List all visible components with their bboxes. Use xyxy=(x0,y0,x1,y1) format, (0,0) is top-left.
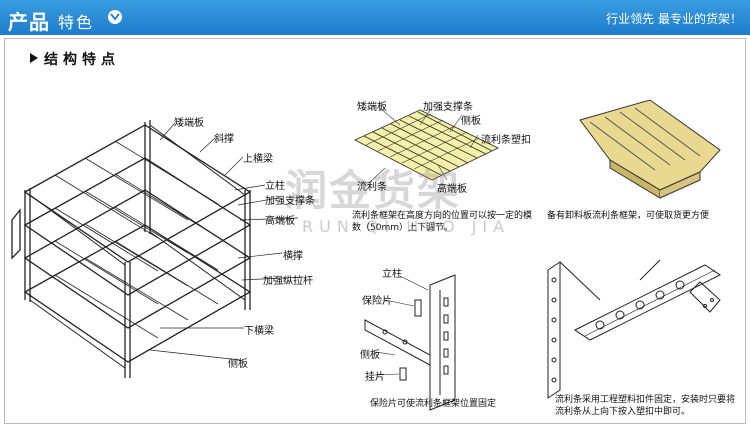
label-grid-short-end-plate: 矮端板 xyxy=(357,102,387,113)
label-lower-beam: 下横梁 xyxy=(244,326,274,337)
chevron-down-icon[interactable] xyxy=(108,10,122,24)
label-detail-safety-tab: 保险片 xyxy=(362,296,392,307)
label-grid-flow-strip: 流利条 xyxy=(357,182,387,193)
section-heading: 结构特点 xyxy=(30,49,120,69)
label-grid-reinforced-support: 加强支撑条 xyxy=(423,102,473,113)
header-banner: 产品 特色 行业领先 最专业的货架！ xyxy=(0,0,750,35)
label-detail-side-plate: 侧板 xyxy=(360,350,380,361)
label-reinforced-support: 加强支撑条 xyxy=(265,196,315,207)
label-short-end-plate: 矮端板 xyxy=(174,118,204,129)
watermark-cn: 润金货架 xyxy=(285,166,462,215)
label-crossbeam: 横撑 xyxy=(283,251,303,262)
label-detail-hook-tab: 挂片 xyxy=(365,372,385,383)
caption-unload-plate: 备有卸料板流利条框架，可使取货更方便 xyxy=(547,211,710,221)
label-upright: 立柱 xyxy=(265,181,285,192)
label-grid-side-plate: 侧板 xyxy=(461,116,481,127)
rack-illustration xyxy=(11,120,304,378)
caption-clip-install: 流利条采用工程塑料扣件固定，安装时只要将流利条从上向下按入塑扣中即可。 xyxy=(555,395,736,417)
label-upper-beam: 上横梁 xyxy=(243,154,273,165)
banner-subtitle: 特色 xyxy=(58,13,95,32)
clip-install-illustration xyxy=(547,259,721,399)
label-diagonal-brace: 斜撑 xyxy=(214,134,234,145)
banner-title: 产品 xyxy=(8,10,50,34)
watermark-en: RUN QI HUO JIA xyxy=(302,217,511,236)
label-grid-high-end-plate: 高端板 xyxy=(437,184,467,195)
label-reinforced-tie: 加强纵拉杆 xyxy=(263,276,313,287)
label-side-plate: 侧板 xyxy=(228,359,248,370)
label-high-end-plate: 高端板 xyxy=(265,216,295,227)
content-panel xyxy=(4,38,746,424)
flow-frame-illustration xyxy=(353,107,500,183)
label-detail-upright: 立柱 xyxy=(382,269,402,280)
label-grid-plastic-clip: 流利条塑扣 xyxy=(481,135,531,146)
upright-detail-illustration xyxy=(364,274,456,411)
triangle-icon xyxy=(30,53,38,63)
banner-slogan: 行业领先 最专业的货架！ xyxy=(606,12,742,26)
unload-plate-illustration xyxy=(579,99,721,199)
caption-safety-fix: 保险片可使流利条框架位置固定 xyxy=(370,399,497,409)
caption-frame-adjust: 流利条框架在高度方向的位置可以按一定的模数（50mm）上下调节。 xyxy=(352,211,533,233)
